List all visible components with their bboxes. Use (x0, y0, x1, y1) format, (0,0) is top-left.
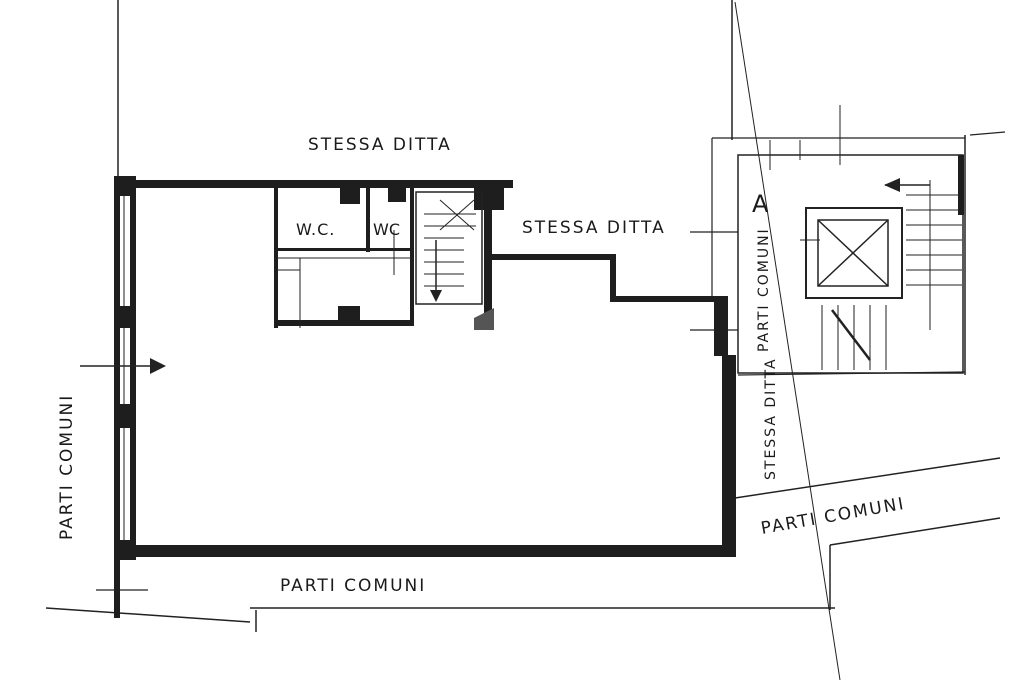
label-parti-comuni-stair: PARTI COMUNI (756, 227, 772, 352)
label-parti-comuni-bottom: PARTI COMUNI (280, 576, 426, 596)
common-stair-core (737, 105, 964, 374)
label-parti-comuni-left: PARTI COMUNI (57, 394, 77, 540)
label-stessa-ditta-top: STESSA DITTA (308, 135, 452, 155)
label-stessa-ditta-right: STESSA DITTA (763, 357, 779, 480)
unit-walls (80, 176, 736, 618)
label-stessa-ditta-mid: STESSA DITTA (522, 218, 666, 238)
label-wc-1: W.C. (296, 220, 335, 239)
site-context-lines (45, 0, 1006, 681)
label-parti-comuni-right: PARTI COMUNI (759, 494, 907, 539)
label-wc-2: WC (373, 220, 400, 239)
label-stair-letter: A (752, 190, 769, 218)
